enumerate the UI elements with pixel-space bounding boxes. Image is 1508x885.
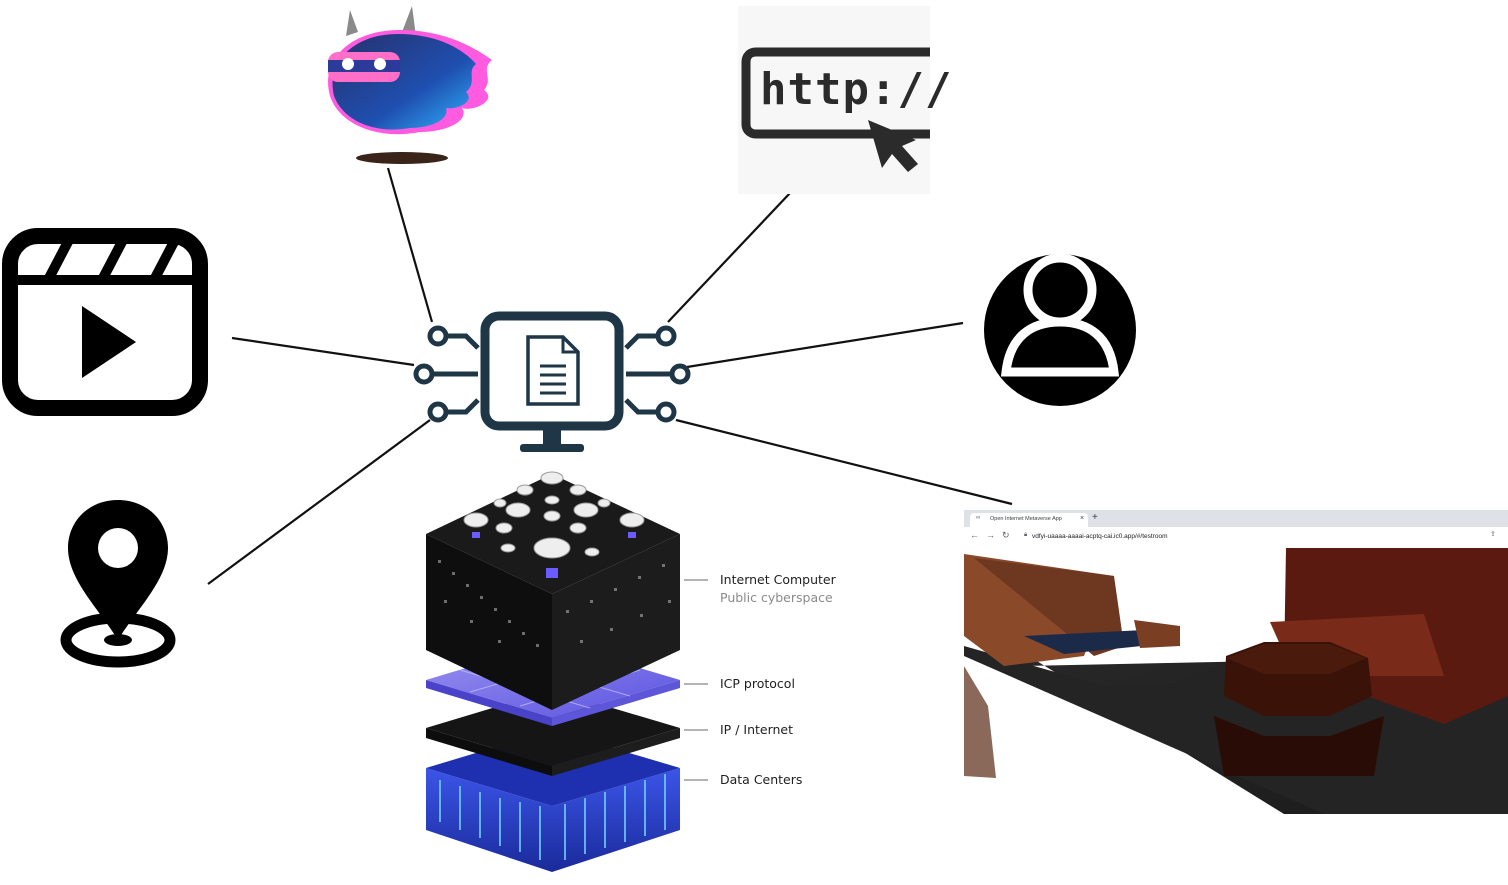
- browser-tabbar: ∞ Open Internet Metaverse App × +: [964, 510, 1508, 527]
- share-icon[interactable]: ⇪: [1490, 531, 1496, 538]
- label-internet-computer: Internet Computer: [720, 572, 836, 587]
- back-icon[interactable]: ←: [970, 530, 979, 540]
- line-location: [207, 419, 431, 585]
- location-pin-icon: [60, 500, 176, 668]
- label-public-cyberspace: Public cyberspace: [720, 590, 833, 605]
- line-video: [231, 336, 415, 367]
- user-avatar-icon: [984, 253, 1136, 406]
- label-data-centers: Data Centers: [720, 772, 803, 787]
- tab-close-icon[interactable]: ×: [1080, 515, 1085, 522]
- label-icp-protocol: ICP protocol: [720, 676, 795, 691]
- line-browser: [675, 418, 1013, 506]
- video-clip-icon: [2, 228, 208, 416]
- reload-icon[interactable]: ↻: [1002, 530, 1010, 540]
- http-label: http://: [760, 64, 953, 115]
- browser-tab[interactable]: ∞ Open Internet Metaverse App ×: [970, 513, 1088, 527]
- line-mascot: [386, 167, 434, 323]
- label-ip-internet: IP / Internet: [720, 722, 794, 737]
- internet-computer-stack: [426, 471, 708, 872]
- room-scene: [964, 548, 1508, 814]
- address-bar[interactable]: vdfyi-uaaaa-aaaai-acptq-cai.ic0.app/#/te…: [1032, 533, 1168, 540]
- line-user: [686, 321, 964, 369]
- browser-navbar: ← → ↻ 🔒︎ vdfyi-uaaaa-aaaai-acptq-cai.ic0…: [964, 527, 1508, 546]
- browser-window: ∞ Open Internet Metaverse App × + ← → ↻ …: [964, 510, 1508, 814]
- ip-internet-layer: [426, 690, 680, 776]
- metaverse-viewport[interactable]: [964, 546, 1508, 814]
- lock-icon: 🔒︎: [1024, 532, 1028, 538]
- http-cursor-icon: [738, 6, 930, 194]
- tab-title: Open Internet Metaverse App: [990, 516, 1062, 522]
- new-tab-icon[interactable]: +: [1092, 512, 1098, 523]
- monitor-document-circuit-icon: [413, 311, 691, 452]
- internet-computer-cube: [426, 471, 680, 710]
- forward-icon[interactable]: →: [986, 530, 995, 540]
- ninja-mascot-icon: [328, 6, 492, 164]
- tab-favicon-icon: ∞: [976, 515, 981, 521]
